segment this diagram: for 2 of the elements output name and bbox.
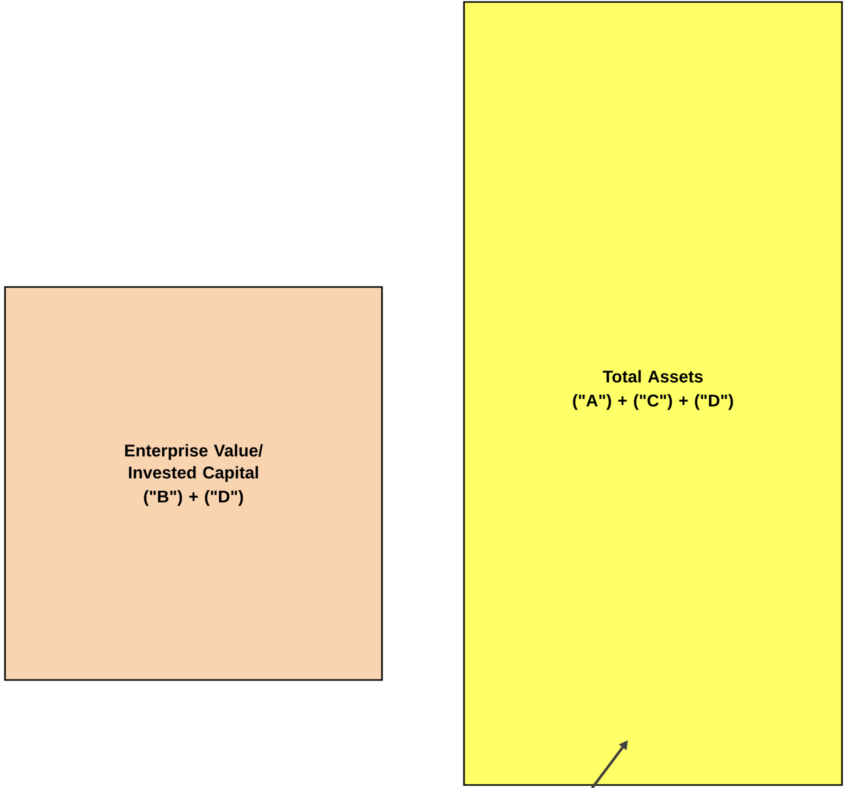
text-box: Total Assets ("A") + ("C") + ("D") xyxy=(463,1,843,786)
text-box: Enterprise Value/ Invested Capital ("B") + ("D") xyxy=(4,286,383,681)
